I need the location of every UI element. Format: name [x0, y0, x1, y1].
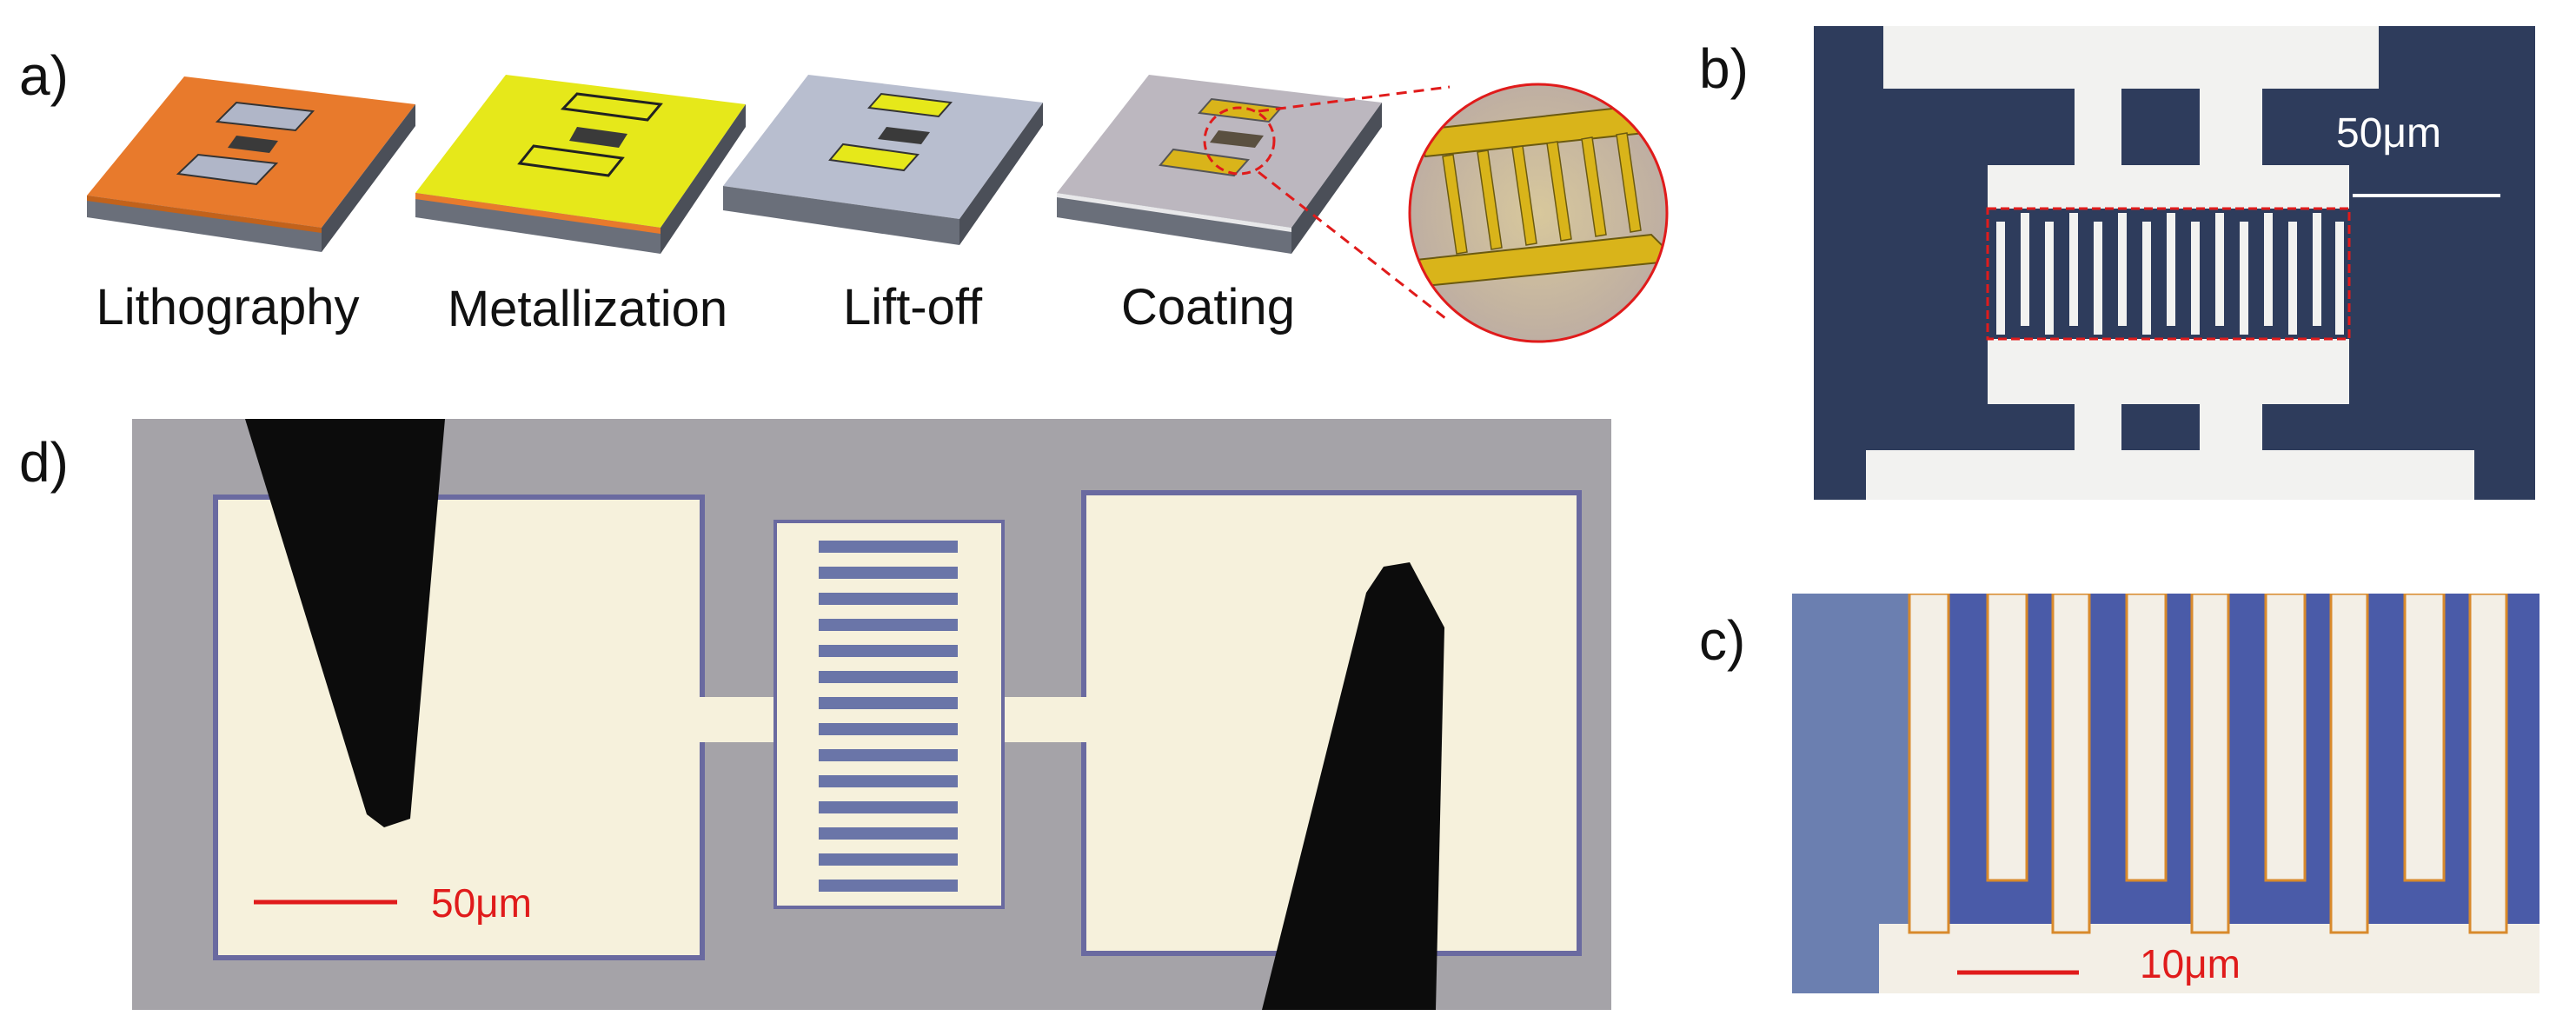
panel-letter-b: b)	[1699, 37, 1749, 100]
scale-bar-label-b: 50μm	[2336, 110, 2442, 156]
interdigitated-electrode-d	[773, 520, 1005, 909]
step-label-coating: Coating	[1121, 279, 1295, 335]
interdigitated-electrode-b	[1986, 207, 2351, 341]
interdigitated-zoom-circle	[1408, 83, 1669, 343]
lithography-chip	[87, 76, 415, 252]
scale-bar-label-c: 10μm	[2140, 941, 2241, 986]
micrograph-c	[1792, 594, 2539, 993]
panel-letter-d: d)	[19, 431, 69, 494]
panel-letter-a: a)	[19, 44, 69, 107]
process-schematic	[87, 75, 1669, 343]
panel-letter-c: c)	[1699, 609, 1746, 672]
step-label-lithography: Lithography	[96, 279, 360, 335]
micrograph-b	[1814, 26, 2535, 500]
micrograph-d	[132, 419, 1611, 1010]
scale-bar-label-d: 50μm	[431, 880, 532, 926]
step-label-metallization: Metallization	[447, 281, 728, 337]
right-probe	[1262, 562, 1444, 1010]
left-probe	[245, 419, 445, 827]
metallization-chip	[415, 75, 746, 254]
coating-chip	[1057, 75, 1382, 254]
step-label-liftoff: Lift-off	[842, 279, 983, 335]
zoom-marker	[1203, 106, 1276, 176]
liftoff-chip	[723, 75, 1043, 245]
